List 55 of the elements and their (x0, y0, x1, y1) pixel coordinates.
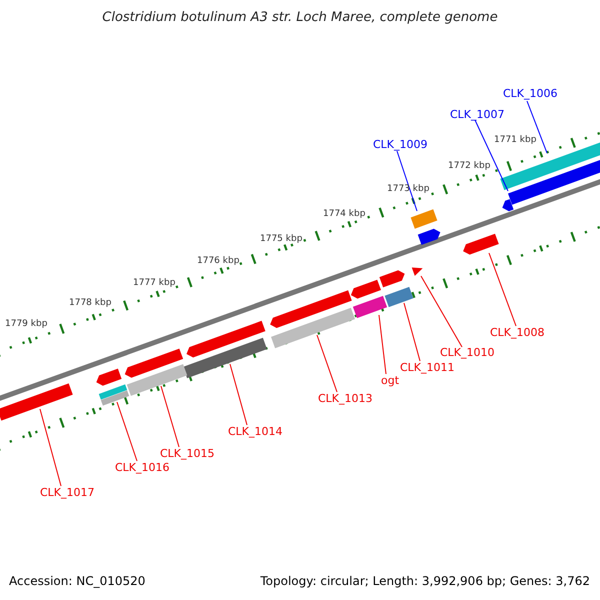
gene-label: CLK_1015 (160, 448, 215, 459)
leader-line (474, 120, 508, 192)
scale-label: 1775 kbp (260, 235, 302, 244)
leader-line (396, 150, 418, 212)
gene-bar (270, 290, 352, 328)
gene-label: ogt (381, 375, 400, 386)
gene-bar (410, 209, 438, 229)
gene-bar (126, 364, 188, 396)
leader-line (420, 276, 462, 348)
gene-label: CLK_1007 (450, 109, 505, 120)
gene-bar (502, 199, 514, 212)
gene-label: CLK_1016 (115, 462, 170, 473)
leader-line (378, 314, 386, 374)
gene-bar (418, 228, 440, 245)
gene-bar (186, 320, 266, 358)
leader-line (526, 100, 548, 154)
leader-line (230, 364, 248, 426)
genome-summary: Topology: circular; Length: 3,992,906 bp; Genes: 3,762 (260, 575, 590, 587)
scale-label: 1771 kbp (494, 136, 536, 145)
leader-line (316, 334, 338, 392)
gene-bar (183, 338, 267, 378)
scale-label: 1774 kbp (323, 210, 366, 219)
scale-label: 1773 kbp (387, 185, 430, 194)
gene-label: CLK_1010 (440, 347, 495, 358)
gene-label: CLK_1013 (318, 393, 373, 404)
gene-label: CLK_1017 (40, 487, 95, 498)
gene-bar (352, 296, 388, 318)
leader-line (116, 402, 138, 462)
gene-bar (412, 268, 423, 276)
gene-label: CLK_1014 (228, 426, 283, 437)
gene-bar (124, 348, 184, 378)
gene-bar (463, 234, 499, 255)
gene-bar (384, 286, 414, 308)
title: Clostridium botulinum A3 str. Loch Maree, complete genome (101, 11, 499, 24)
scale-label: 1777 kbp (133, 279, 176, 288)
leader-line (40, 408, 62, 486)
scale-label: 1779 kbp (5, 320, 48, 329)
gene-bar (508, 159, 600, 205)
gene-bar (271, 308, 355, 348)
gene-bar (350, 280, 381, 299)
gene-bar (96, 368, 122, 386)
scale-label: 1772 kbp (448, 162, 490, 171)
leader-line (488, 252, 516, 326)
leader-line (160, 386, 180, 448)
gene-bar (98, 384, 130, 406)
gene-label: CLK_1009 (373, 139, 428, 150)
scale-label: 1776 kbp (197, 257, 240, 266)
gene-bar (0, 383, 73, 421)
accession-text: Accession: NC_010520 (9, 575, 146, 587)
gene-label: CLK_1008 (490, 327, 545, 338)
gene-label: CLK_1006 (503, 88, 558, 99)
gene-label: CLK_1011 (400, 362, 455, 373)
scale-label: 1778 kbp (69, 299, 112, 308)
gene-bar (379, 270, 405, 288)
leader-line (404, 302, 420, 362)
